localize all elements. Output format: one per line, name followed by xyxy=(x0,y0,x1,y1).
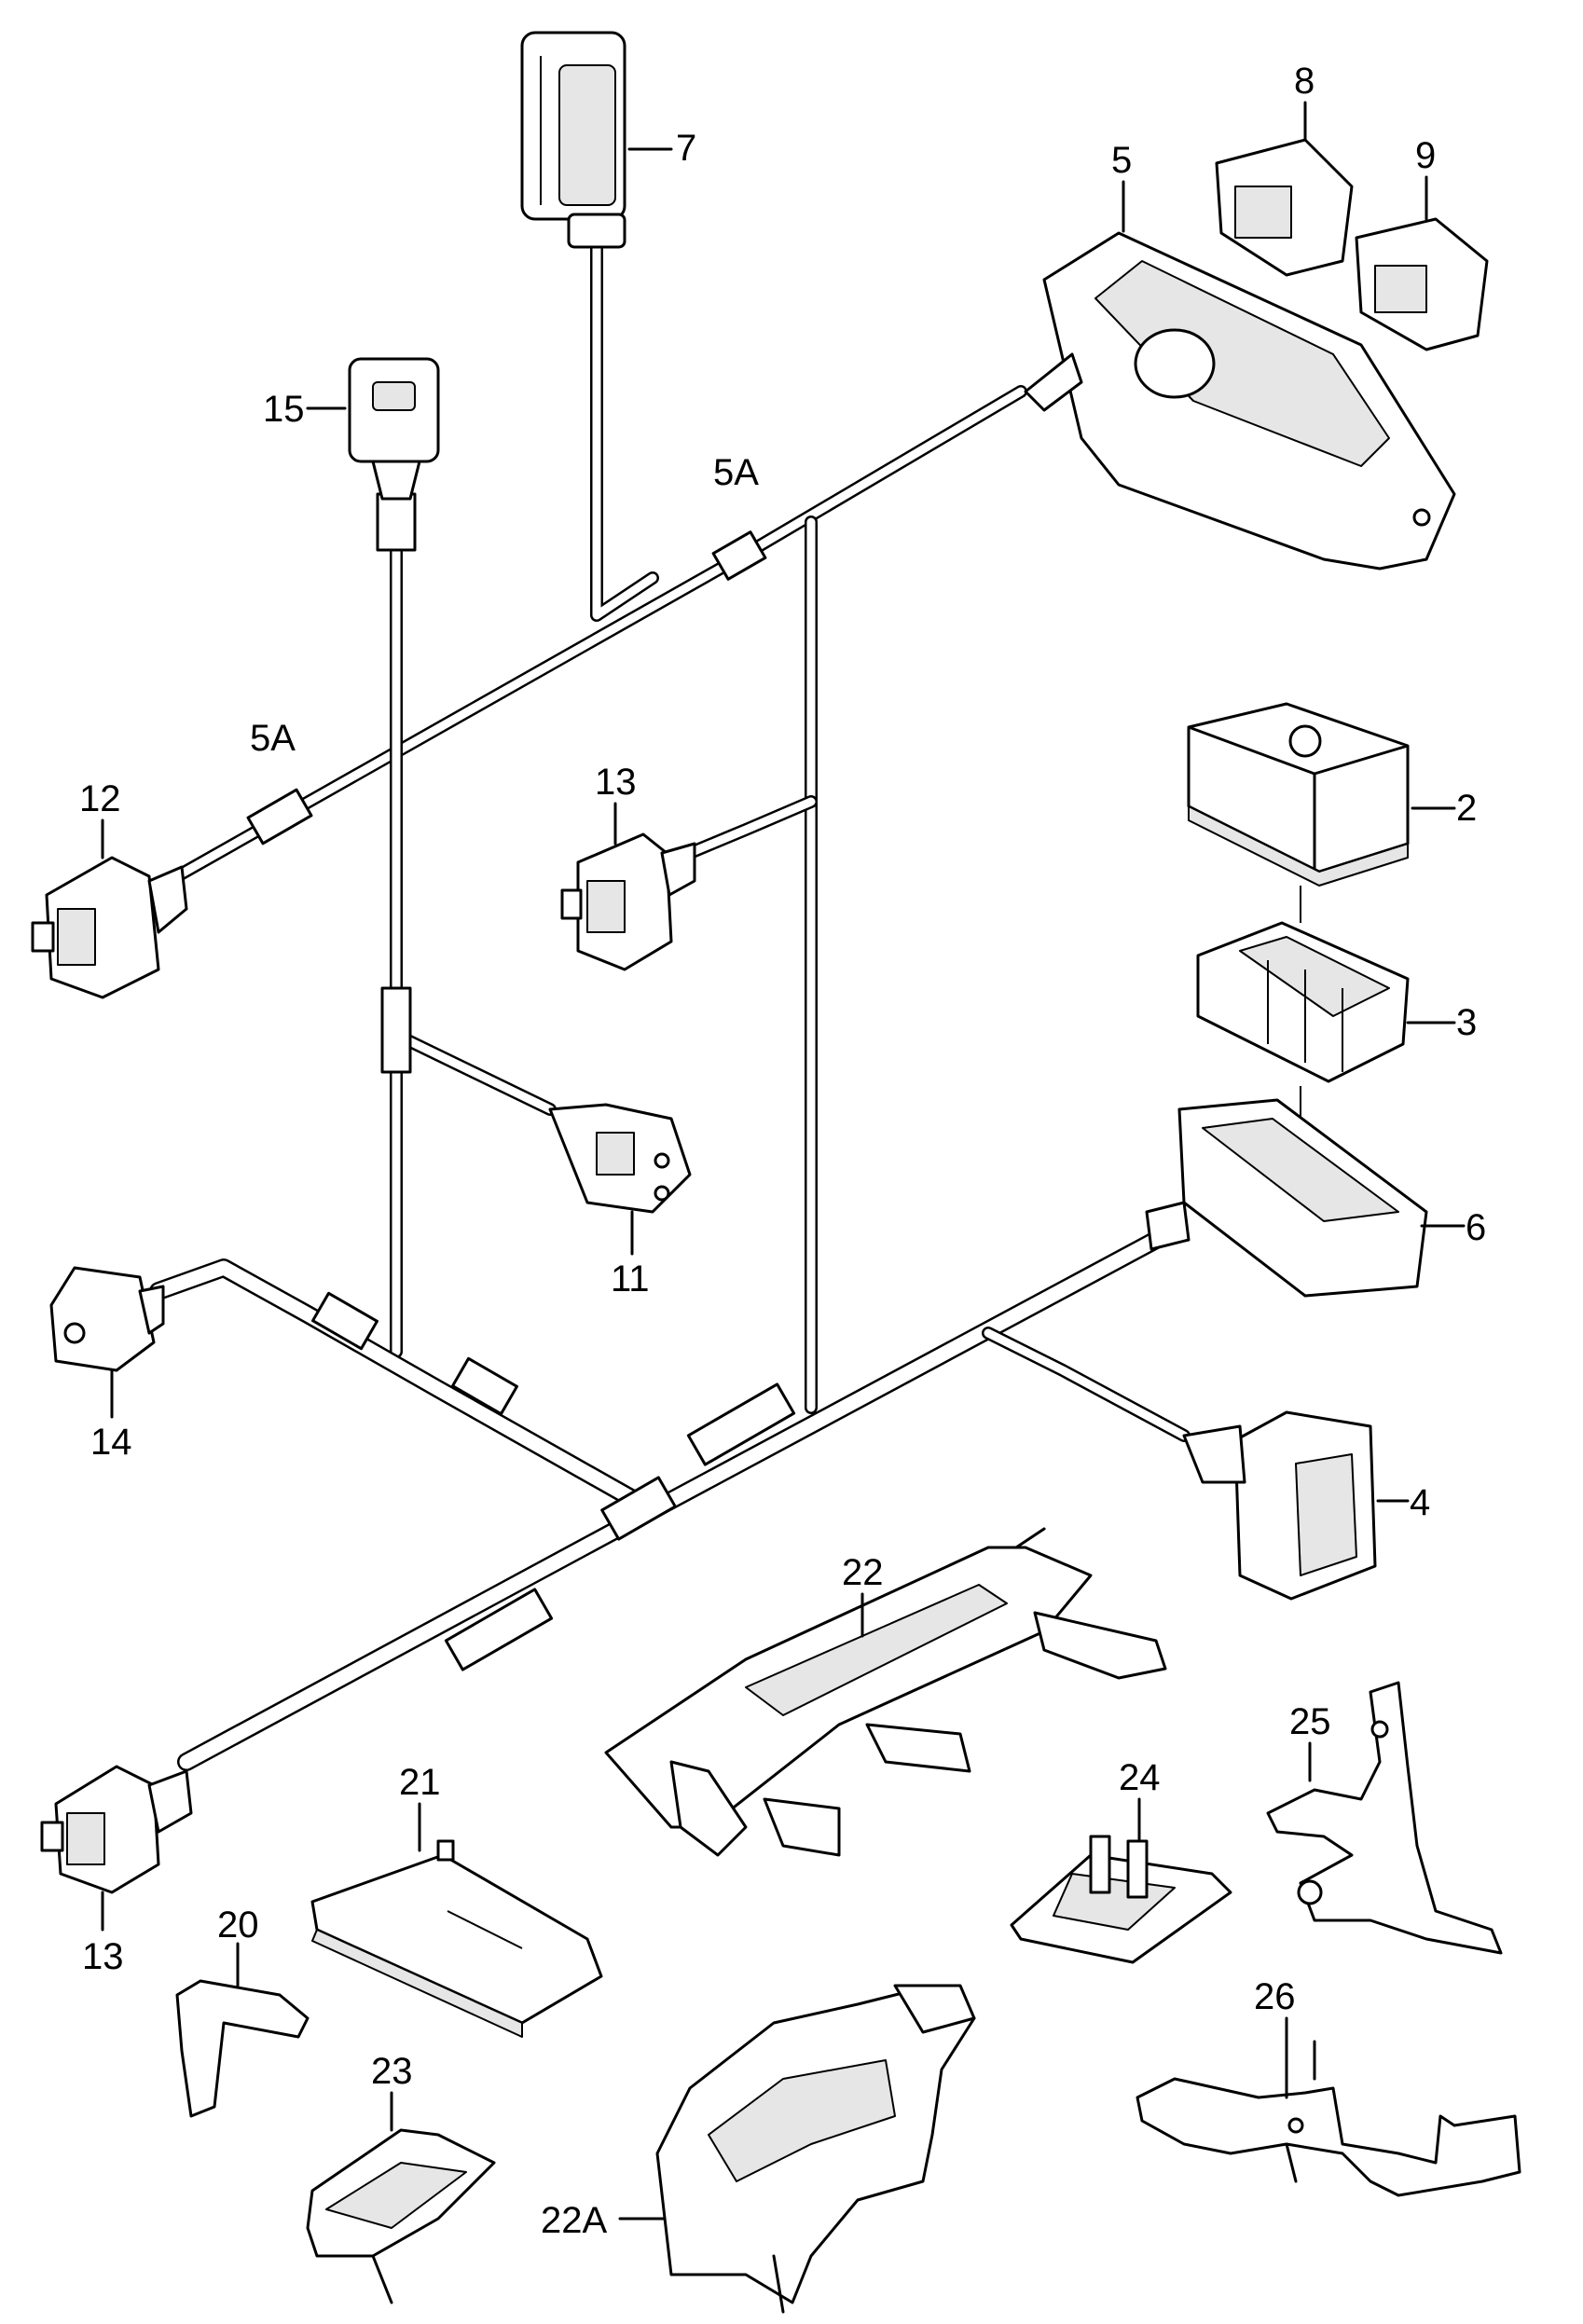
callout-26: 26 xyxy=(1254,1976,1296,2017)
connector-9-icon xyxy=(1355,217,1489,351)
connector-15-icon xyxy=(348,357,440,501)
callout-11: 11 xyxy=(611,1258,650,1300)
callout-5a-top: 5A xyxy=(713,452,759,493)
callout-5a-left: 5A xyxy=(250,718,296,759)
callout-12: 12 xyxy=(79,778,121,819)
callout-labels: 2 3 4 5 5A 5A 6 7 8 9 11 12 13 13 14 15 … xyxy=(79,61,1486,2241)
callout-20: 20 xyxy=(217,1905,259,1946)
connector-13-bottom-icon xyxy=(40,1765,193,1894)
callout-7: 7 xyxy=(676,128,696,169)
relay-cover-2-icon xyxy=(1187,702,1410,887)
connector-13-mid-icon xyxy=(560,832,696,971)
bracket-22a-icon xyxy=(655,1984,976,2314)
callout-4: 4 xyxy=(1410,1482,1430,1523)
connector-12-icon xyxy=(31,856,188,999)
wiring-harness xyxy=(149,241,1191,1771)
callout-3: 3 xyxy=(1456,1002,1477,1043)
connector-4-icon xyxy=(1182,1410,1377,1601)
connector-14-icon xyxy=(49,1266,165,1372)
callout-2: 2 xyxy=(1456,788,1477,829)
callout-6: 6 xyxy=(1466,1207,1486,1248)
callout-23: 23 xyxy=(371,2051,413,2092)
cover-21-icon xyxy=(310,1839,603,2038)
control-unit-5-icon xyxy=(1024,231,1456,571)
callout-15: 15 xyxy=(263,389,305,430)
callout-22a: 22A xyxy=(541,2200,607,2241)
bracket-23-icon xyxy=(306,2128,496,2304)
bracket-26-icon xyxy=(1136,2040,1521,2197)
connector-8-icon xyxy=(1215,138,1354,277)
connector-7-icon xyxy=(520,31,626,249)
callout-13-bottom: 13 xyxy=(82,1936,124,1977)
tray-6-icon xyxy=(1145,1098,1428,1298)
callout-22: 22 xyxy=(842,1552,884,1593)
callout-25: 25 xyxy=(1289,1701,1331,1742)
bracket-25-icon xyxy=(1266,1681,1503,1955)
bracket-22-icon xyxy=(604,1527,1167,1857)
callout-14: 14 xyxy=(90,1422,132,1463)
callout-8: 8 xyxy=(1294,61,1315,102)
clip-24-icon xyxy=(1010,1835,1232,1964)
callout-9: 9 xyxy=(1415,135,1436,176)
callout-5: 5 xyxy=(1111,140,1132,181)
callout-21: 21 xyxy=(399,1762,441,1803)
bracket-20-icon xyxy=(175,1979,310,2118)
connector-11-icon xyxy=(548,1103,692,1214)
callout-13-mid: 13 xyxy=(595,762,637,803)
relay-carrier-3-icon xyxy=(1196,921,1410,1083)
callout-24: 24 xyxy=(1119,1757,1161,1798)
